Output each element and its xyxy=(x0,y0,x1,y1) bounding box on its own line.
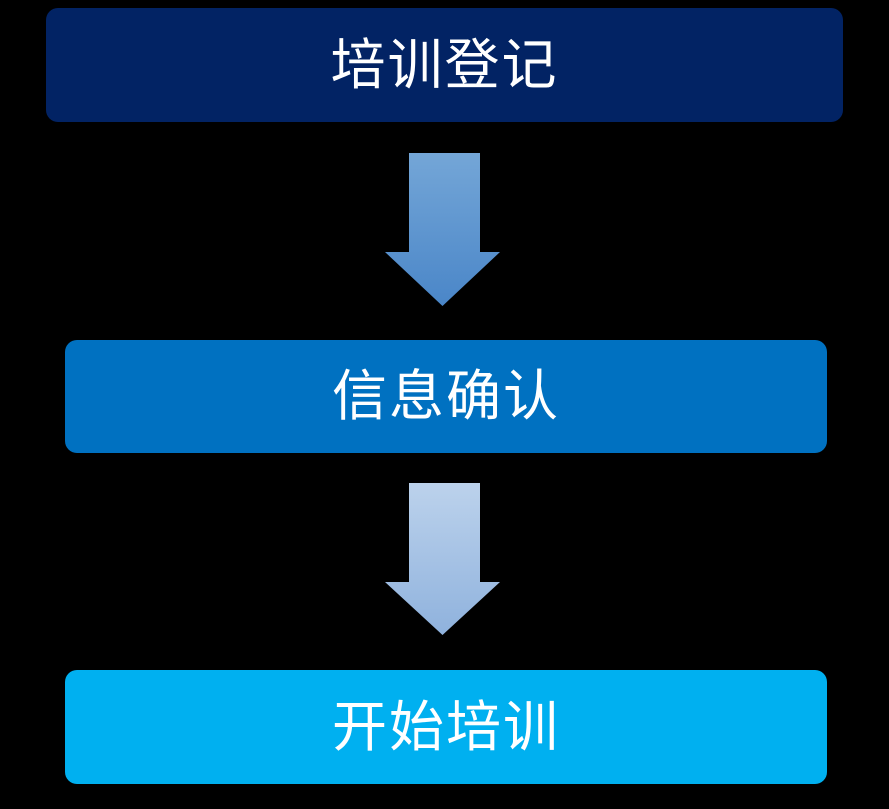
step-label-start-training: 开始培训 xyxy=(331,695,560,758)
step-label-training-registration: 培训登记 xyxy=(330,33,559,96)
step-box-start-training: 开始培训 xyxy=(65,670,827,784)
down-arrow-icon xyxy=(385,153,500,306)
step-label-information-confirmation: 信息确认 xyxy=(331,365,560,427)
step-box-training-registration: 培训登记 xyxy=(46,8,843,122)
down-arrow-shape xyxy=(385,153,500,306)
step-box-information-confirmation: 信息确认 xyxy=(65,340,827,453)
down-arrow-shape xyxy=(385,483,500,635)
down-arrow-icon xyxy=(385,483,500,635)
